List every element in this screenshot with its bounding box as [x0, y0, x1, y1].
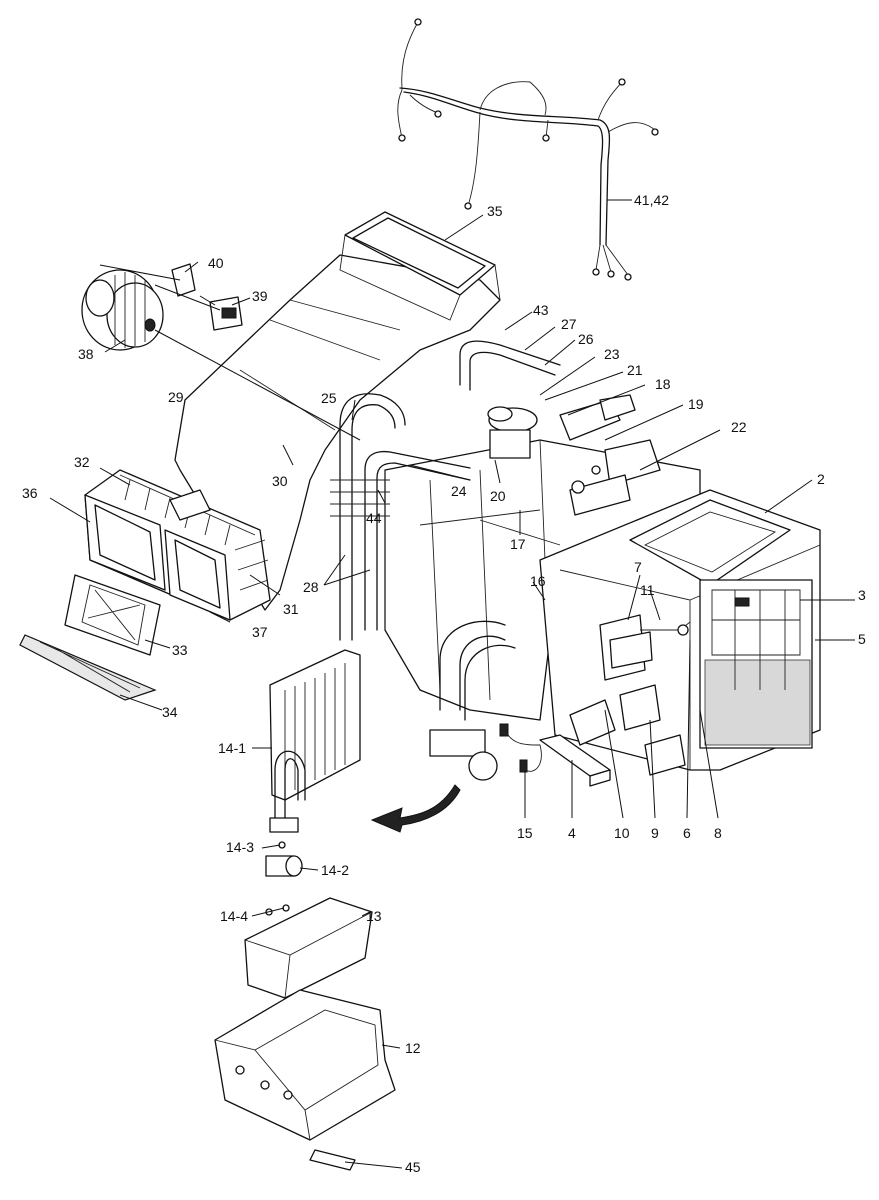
label-32: 32: [74, 454, 90, 470]
label-29: 29: [168, 389, 184, 405]
label-39: 39: [252, 288, 268, 304]
label-43: 43: [533, 302, 549, 318]
resistor-and-bracket: [99, 263, 243, 331]
heater-core: [265, 649, 361, 916]
label-44: 44: [366, 510, 382, 526]
actuators: [569, 614, 691, 776]
label-17: 17: [510, 536, 526, 552]
label-14-1: 14-1: [218, 740, 246, 756]
direction-arrow: [370, 784, 461, 833]
label-28: 28: [303, 579, 319, 595]
label-20: 20: [490, 488, 506, 504]
label-11: 11: [640, 582, 655, 598]
label-14-2: 14-2: [321, 862, 349, 878]
blower-motor: [81, 269, 361, 441]
label-37: 37: [252, 624, 268, 640]
label-41-42: 41,42: [634, 192, 669, 208]
label-5: 5: [858, 631, 866, 647]
lower-case: [214, 989, 396, 1171]
filter-mesh: [704, 589, 811, 746]
relay-modules: [559, 394, 661, 516]
label-6: 6: [683, 825, 691, 841]
label-23: 23: [604, 346, 620, 362]
label-14-4: 14-4: [220, 908, 248, 924]
label-31: 31: [283, 601, 299, 617]
label-4: 4: [568, 825, 576, 841]
pipes: [330, 340, 561, 641]
label-38: 38: [78, 346, 94, 362]
cover: [244, 897, 373, 999]
label-34: 34: [162, 704, 178, 720]
leader-lines: [49, 199, 855, 1169]
label-16: 16: [530, 573, 546, 589]
label-33: 33: [172, 642, 188, 658]
label-3: 3: [858, 587, 866, 603]
label-45: 45: [405, 1159, 421, 1175]
label-27: 27: [561, 316, 577, 332]
label-18: 18: [655, 376, 671, 392]
label-25: 25: [321, 390, 337, 406]
label-2: 2: [817, 471, 825, 487]
label-10: 10: [614, 825, 630, 841]
label-19: 19: [688, 396, 704, 412]
label-24: 24: [451, 483, 467, 499]
label-9: 9: [651, 825, 659, 841]
top-duct: [339, 211, 501, 321]
label-26: 26: [578, 331, 594, 347]
label-21: 21: [627, 362, 643, 378]
grille-and-screen: [19, 574, 161, 701]
label-8: 8: [714, 825, 722, 841]
label-30: 30: [272, 473, 288, 489]
wiring-harness: [397, 18, 659, 281]
label-13: 13: [366, 908, 382, 924]
label-14-3: 14-3: [226, 839, 254, 855]
label-40: 40: [208, 255, 224, 271]
label-36: 36: [22, 485, 38, 501]
label-7: 7: [634, 559, 642, 575]
label-12: 12: [405, 1040, 421, 1056]
label-35: 35: [487, 203, 503, 219]
part-labels: 41,42 35 40 39 43 27 26 38 23 21 18 29 2…: [22, 192, 866, 1175]
label-22: 22: [731, 419, 747, 435]
pipe-assembly: [429, 620, 516, 781]
label-15: 15: [517, 825, 533, 841]
sensor-and-duct: [499, 723, 611, 787]
intake-box: [84, 469, 271, 621]
